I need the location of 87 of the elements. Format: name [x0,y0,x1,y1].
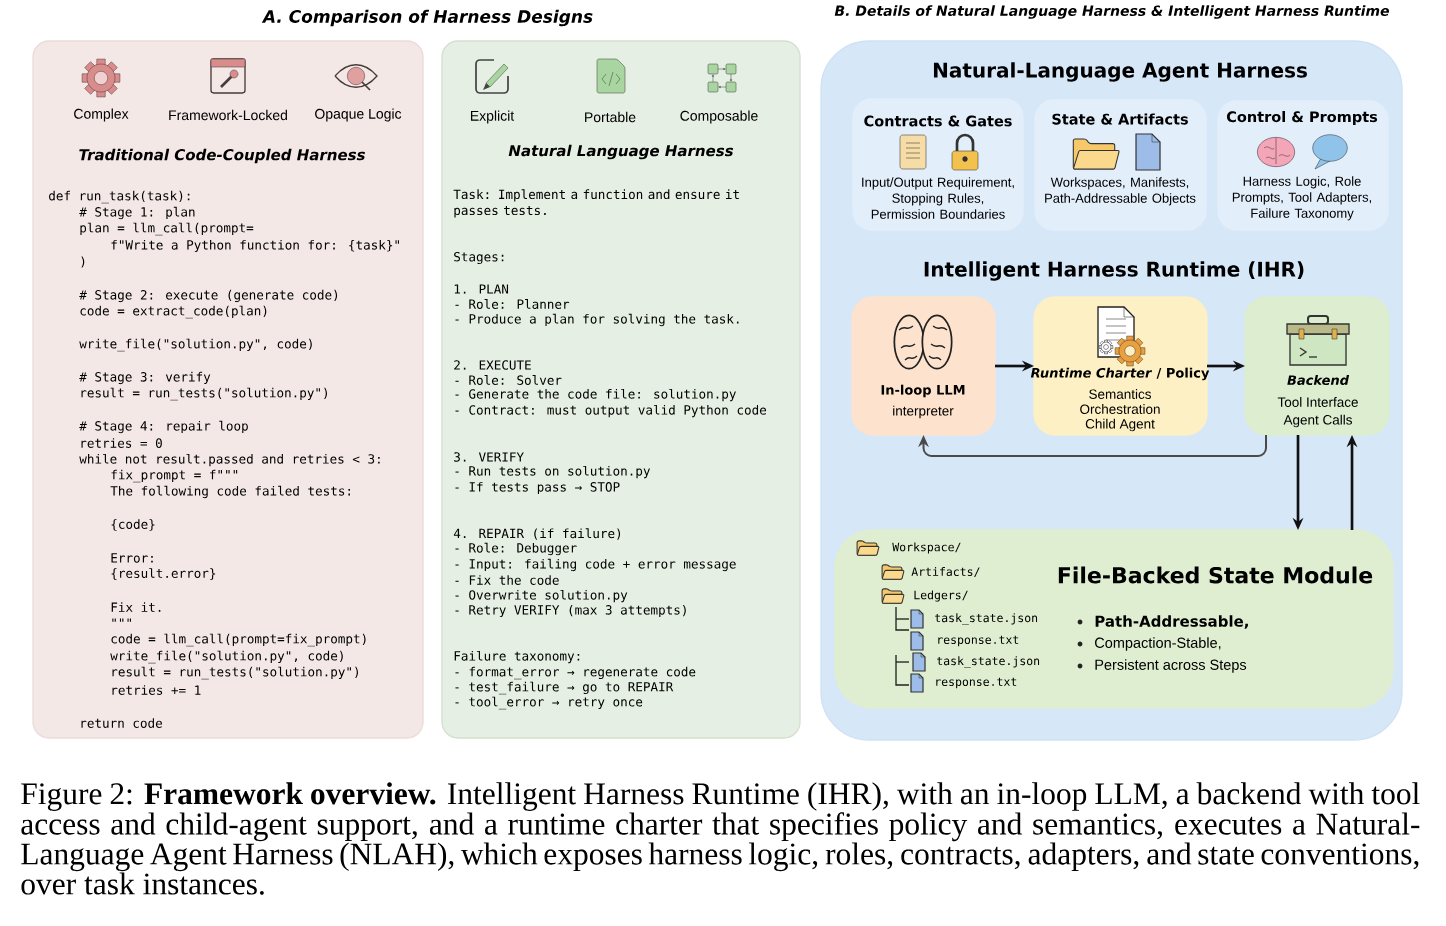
code-line: code = extract_code(plan) [80,305,267,319]
code-line: fix_prompt = f""" [111,469,238,483]
code-line: - Role: Debugger [455,542,577,556]
bullet-item: Persistent across Steps [1077,659,1247,673]
code-line: - Overwrite solution.py [455,589,628,603]
arrow [918,434,1267,457]
code-line: while not result.passed and retries < 3: [79,453,380,467]
card-title: Control & Prompts [1226,111,1378,125]
code-line: # Stage 3: verify [79,371,211,385]
code-line: - Input: failing code + error message [455,558,736,572]
code-line: Failure taxonomy: [454,650,580,664]
box-text: Orchestration [1080,404,1160,414]
code-line: 3. VERIFY [454,452,524,462]
code-line: code = llm_call(prompt=fix_prompt) [111,633,366,647]
code-line: # Stage 4: repair loop [79,420,248,434]
code-line: 2. EXECUTE [454,360,531,370]
code-line: 4. REPAIR (if failure) [453,528,621,540]
icon-label: Framework-Locked [169,109,287,121]
code-line: 1. PLAN [454,284,509,294]
code-line: - Produce a plan for solving the task. [455,313,739,327]
code-line: def run_task(task): [49,190,190,204]
file-name: Ledgers/ [914,590,968,602]
file-name: response.txt [936,677,1017,689]
bullet-item: Compaction-Stable, [1077,637,1221,651]
box-text: interpreter [893,405,954,419]
code-line: result = run_tests("solution.py") [81,387,327,401]
code-line: - Role: Planner [455,299,570,309]
bullet-item: Path-Addressable, [1077,615,1248,629]
card-description: Workspaces, Manifests, Path-Addressable Objects [1045,177,1196,206]
card-title: Contracts & Gates [864,115,1012,127]
code-line: # Stage 1: plan [79,206,195,220]
code-line: Stages: [454,251,504,265]
code-line: - Role: Solver [455,375,562,385]
code-line: - Run tests on solution.py [455,465,650,479]
code-line: f"Write a Python function for: {task}" [111,239,399,253]
panel-heading: Natural Language Harness [508,144,734,160]
file-name: response.txt [938,635,1019,647]
section-heading: Intelligent Harness Runtime (IHR) [924,261,1304,281]
icon-label: Opaque Logic [315,108,402,122]
code-line: Fix it. [111,602,161,612]
section-heading: Natural-Language Agent Harness [933,62,1307,82]
section-title: A. Comparison of Harness Designs [261,9,593,27]
box-text: Agent Calls [1283,414,1352,428]
box-title: Runtime Charter / Policy [1030,367,1210,381]
caption: Figure 2: Framework overview. Intelligent Harness Runtime (IHR), with an in-loop LLM, a backend with tool access and child-agent support, and a runtime charter that specifies policy and semantics, executes a Natural-Language Agent Harness (NLAH), which exposes harness logic, roles, contracts, adapters, and state conventions, over task instances. [21,782,1420,895]
file-name: task_state.json [935,613,1038,625]
code-line: - format_error → regenerate code [455,666,696,680]
code-line: - Contract: must output valid Python code [455,404,767,418]
code-line: - Generate the code file: solution.py [455,388,736,402]
card-description: Input/Output Requirement, Stopping Rules, Permission Boundaries [862,177,1014,219]
card-description: Harness Logic, Role Prompts, Tool Adapters, Failure Taxonomy [1232,176,1371,221]
code-line: - Fix the code [455,575,559,585]
box-text: Tool Interface [1277,397,1358,407]
code-line: {code} [111,519,155,531]
code-line: - If tests pass → STOP [455,481,620,495]
file-name: task_state.json [937,656,1040,668]
code-line: result = run_tests("solution.py") [112,666,358,680]
code-line: # Stage 2: execute (generate code) [79,289,338,303]
box-title: Backend [1287,374,1350,386]
code-line: - tool_error → retry once [455,696,643,710]
icon-label: Portable [585,111,636,123]
module-title: File-Backed State Module [1058,566,1373,584]
code-line: retries = 0 [81,438,162,448]
code-line: ) [81,256,85,268]
file-name: Artifacts/ [911,567,980,577]
code-line: plan = llm_call(prompt= [80,222,254,236]
icon-label: Explicit [471,110,515,124]
code-line: write_file("solution.py", code) [79,338,312,352]
code-line: write_file("solution.py", code) [110,650,343,664]
box-text: Semantics [1089,389,1151,399]
code-line: Error: [111,553,153,563]
box-text: Child Agent [1085,418,1155,432]
code-line: {result.error} [111,568,216,580]
section-title: B. Details of Natural Language Harness & Intelligent Harness Runtime [834,5,1389,19]
code-line: return code [81,718,162,728]
card-title: State & Artifacts [1052,113,1188,125]
icon-label: Composable [680,110,758,124]
code-line: retries += 1 [112,685,201,695]
code-line: The following code failed tests: [110,485,350,499]
icon-label: Complex [74,108,129,122]
box-title: In-loop LLM [881,384,965,398]
panel-heading: Traditional Code-Coupled Harness [79,148,365,164]
code-line: Task: Implement a function and ensure it passes tests. [453,189,739,218]
code-line: - Retry VERIFY (max 3 attempts) [455,604,686,618]
code-line: - test_failure → go to REPAIR [455,681,674,695]
file-name: Workspace/ [892,542,961,554]
code-line: """ [112,618,131,622]
